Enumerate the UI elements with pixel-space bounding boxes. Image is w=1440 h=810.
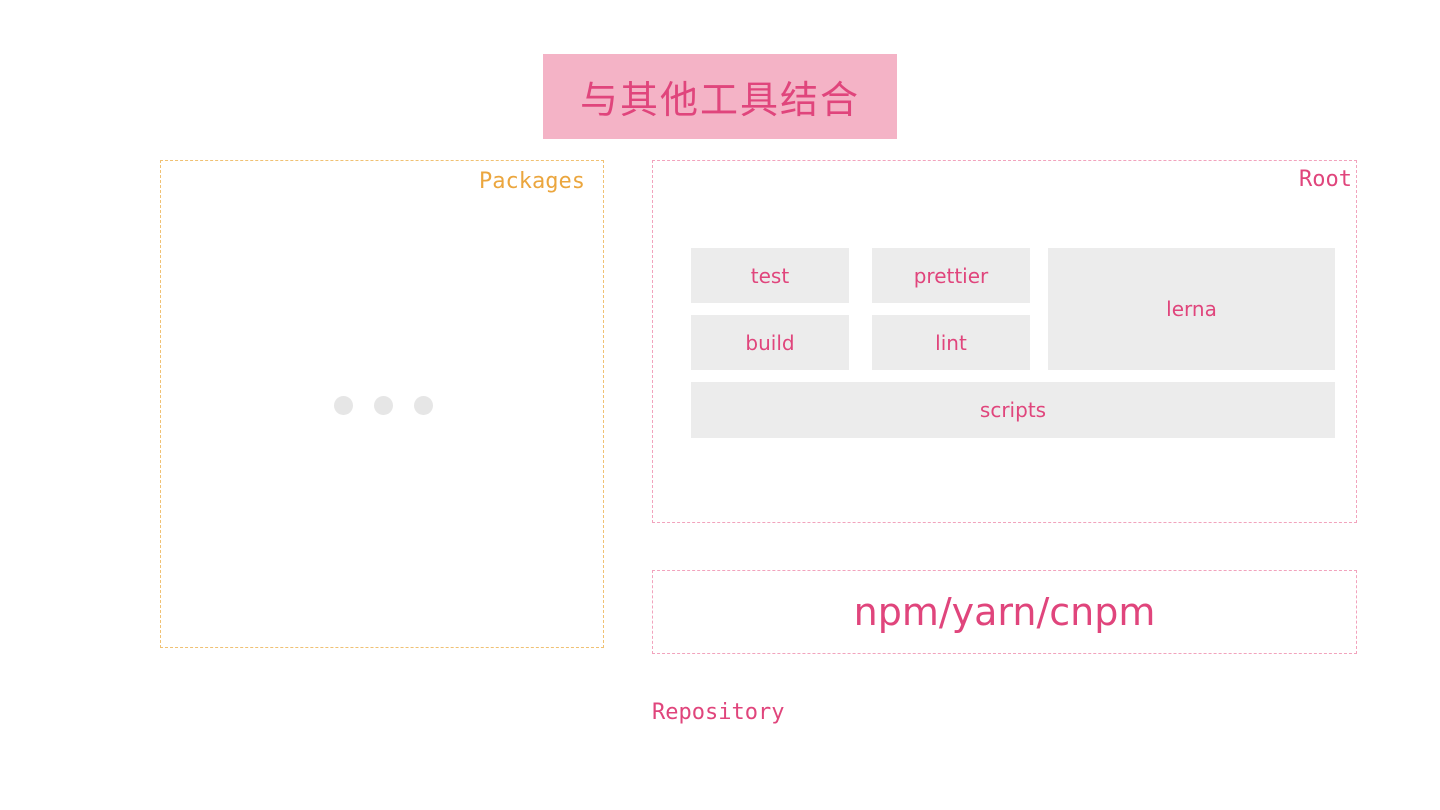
tool-build: build (691, 315, 849, 370)
placeholder-dot (414, 396, 433, 415)
package-manager-label: npm/yarn/cnpm (853, 590, 1156, 634)
tool-prettier: prettier (872, 248, 1030, 303)
diagram-title: 与其他工具结合 (543, 54, 897, 139)
root-frame: Root (652, 160, 1357, 523)
packages-label: Packages (479, 169, 585, 194)
package-manager-frame: npm/yarn/cnpm (652, 570, 1357, 654)
tool-scripts: scripts (691, 382, 1335, 438)
tool-scripts-label: scripts (979, 398, 1047, 422)
tool-build-label: build (745, 330, 795, 355)
placeholder-dot (334, 396, 353, 415)
tool-lerna: lerna (1048, 248, 1335, 370)
tool-lint-label: lint (935, 330, 967, 355)
placeholder-dot (374, 396, 393, 415)
diagram-title-text: 与其他工具结合 (579, 78, 860, 122)
packages-frame: Packages (160, 160, 604, 648)
repository-label: Repository (652, 700, 785, 725)
tool-lerna-label: lerna (1166, 297, 1217, 321)
tool-lint: lint (872, 315, 1030, 370)
tool-test-label: test (750, 263, 790, 288)
tool-test: test (691, 248, 849, 303)
root-label: Root (1299, 167, 1352, 192)
tool-prettier-label: prettier (913, 263, 989, 288)
